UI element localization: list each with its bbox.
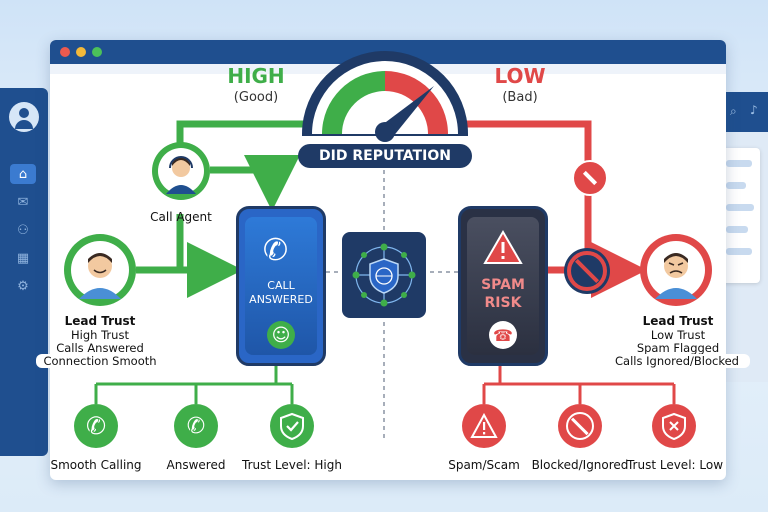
chat-phone-icon: ✆ [174, 404, 218, 448]
background-card [720, 148, 760, 283]
lead-good-line-3: Connection Smooth [36, 354, 164, 368]
blocked-sign-small-icon [572, 160, 608, 196]
home-icon: ⌂ [10, 164, 36, 184]
bad-outcome-2: Blocked/Ignored [531, 458, 629, 472]
high-sub: (Good) [233, 90, 279, 105]
happy-person-icon [71, 241, 129, 299]
bad-outcome-1: Spam/Scam [448, 458, 520, 472]
lead-bad-line-1: Low Trust [650, 328, 706, 342]
phone-call-answered: ✆ CALL ANSWERED ☺ [236, 206, 326, 366]
low-label: LOW [494, 64, 546, 88]
phone-receiver-icon: ✆ [263, 233, 289, 268]
calendar-icon: ▦ [16, 250, 30, 266]
lead-good-line-1: High Trust [71, 328, 129, 342]
hangup-icon: ☎ [489, 321, 517, 349]
headset-agent-icon [158, 148, 204, 194]
close-dot [60, 47, 70, 57]
bell-icon: ♪ [750, 103, 758, 117]
minimize-dot [76, 47, 86, 57]
phone-good-line-1: CALL [267, 279, 295, 292]
lead-good-line-2: Calls Answered [56, 341, 144, 355]
search-icon: ⌕ [730, 104, 737, 118]
lead-good-title: Lead Trust [64, 314, 136, 328]
avatar-icon [9, 102, 39, 132]
mail-icon: ✉ [17, 194, 29, 210]
lead-bad-line-3: Calls Ignored/Blocked [604, 354, 750, 368]
phone-spam-risk: SPAM RISK ☎ [458, 206, 548, 366]
call-agent-label: Call Agent [150, 210, 212, 224]
low-sub: (Bad) [502, 90, 538, 105]
phone-icon: ✆ [74, 404, 118, 448]
gauge-title: DID REPUTATION [298, 144, 472, 168]
blocked-sign-large-icon [564, 248, 610, 294]
warning-icon [462, 404, 506, 448]
users-icon: ⚇ [17, 222, 29, 238]
maximize-dot [92, 47, 102, 57]
lead-bad-title: Lead Trust [642, 314, 714, 328]
angry-person-icon [647, 241, 705, 299]
shield-check-icon [270, 404, 314, 448]
good-outcome-1: Smooth Calling [50, 458, 142, 472]
bad-outcome-3: Trust Level: Low [626, 458, 724, 472]
phone-bad-line-2: RISK [484, 295, 522, 311]
call-agent-avatar [152, 142, 210, 200]
reputation-gauge: DID REPUTATION [292, 16, 478, 176]
phone-good-line-2: ANSWERED [249, 293, 313, 306]
blocked-icon [558, 404, 602, 448]
good-outcome-2: Answered [166, 458, 226, 472]
shield-x-icon [652, 404, 696, 448]
warning-triangle-icon [483, 230, 523, 264]
lead-bad-line-2: Spam Flagged [636, 341, 720, 355]
good-outcome-3: Trust Level: High [242, 458, 342, 472]
smile-icon: ☺ [267, 321, 295, 349]
phone-bad-line-1: SPAM [481, 277, 525, 293]
network-shield-box [342, 232, 426, 318]
high-label: HIGH [227, 64, 285, 88]
gear-icon: ⚙ [17, 278, 29, 294]
background-topbar: ⌕ ♪ [724, 92, 768, 132]
lead-good-avatar [64, 234, 136, 306]
gauge-dial-icon [302, 51, 468, 142]
lead-bad-avatar [640, 234, 712, 306]
background-sidebar: ⌂ ✉ ⚇ ▦ ⚙ [0, 88, 48, 456]
shield-network-icon [352, 243, 416, 307]
